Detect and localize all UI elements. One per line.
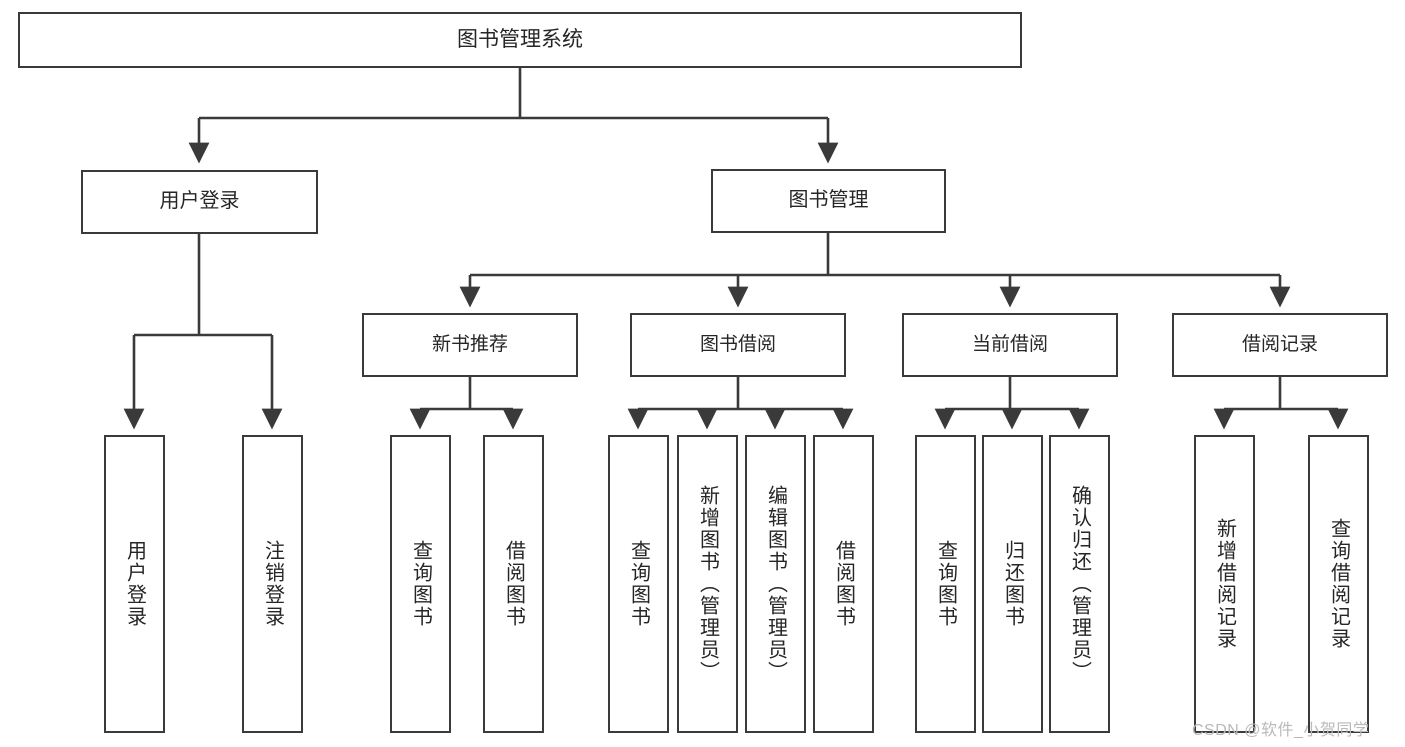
leaf-query-book-1[interactable]: 查询图书: [390, 435, 451, 733]
csdn-watermark: CSDN @软件_小贺同学: [1192, 722, 1370, 739]
leaf-borrow-book-1[interactable]: 借阅图书: [483, 435, 544, 733]
node-label: 图书管理系统: [457, 27, 583, 51]
leaf-edit-book[interactable]: 编辑图书（管理员）: [745, 435, 806, 733]
node-label: 查询图书: [409, 540, 432, 628]
node-label: 借阅图书: [502, 540, 525, 628]
leaf-query-book-2[interactable]: 查询图书: [608, 435, 669, 733]
node-root-system[interactable]: 图书管理系统: [18, 12, 1022, 68]
node-label: 图书管理: [788, 189, 869, 212]
leaf-add-book[interactable]: 新增图书（管理员）: [677, 435, 738, 733]
node-book-manage[interactable]: 图书管理: [711, 169, 946, 233]
node-label: 新增图书（管理员）: [696, 485, 719, 683]
node-label: 新增借阅记录: [1213, 518, 1236, 650]
leaf-add-borrow-record[interactable]: 新增借阅记录: [1194, 435, 1255, 733]
node-label: 注销登录: [261, 540, 284, 628]
leaf-return-book[interactable]: 归还图书: [982, 435, 1043, 733]
node-label: 借阅图书: [832, 540, 855, 628]
node-label: 用户登录: [123, 540, 146, 628]
node-label: 查询图书: [627, 540, 650, 628]
node-current-borrow[interactable]: 当前借阅: [902, 313, 1118, 377]
node-new-book-recommend[interactable]: 新书推荐: [362, 313, 578, 377]
leaf-borrow-book-2[interactable]: 借阅图书: [813, 435, 874, 733]
node-label: 新书推荐: [431, 333, 508, 355]
node-label: 查询借阅记录: [1327, 518, 1350, 650]
node-label: 当前借阅: [971, 333, 1048, 355]
leaf-logout-login[interactable]: 注销登录: [242, 435, 303, 733]
node-user-login[interactable]: 用户登录: [81, 170, 318, 234]
node-label: 确认归还（管理员）: [1068, 485, 1091, 683]
node-label: 借阅记录: [1241, 333, 1318, 355]
node-label: 用户登录: [159, 190, 240, 213]
node-label: 归还图书: [1001, 540, 1024, 628]
node-label: 图书借阅: [699, 333, 776, 355]
leaf-query-book-3[interactable]: 查询图书: [915, 435, 976, 733]
leaf-query-borrow-record[interactable]: 查询借阅记录: [1308, 435, 1369, 733]
node-label: 编辑图书（管理员）: [764, 485, 787, 683]
leaf-confirm-return[interactable]: 确认归还（管理员）: [1049, 435, 1110, 733]
node-borrow-record[interactable]: 借阅记录: [1172, 313, 1388, 377]
leaf-user-login[interactable]: 用户登录: [104, 435, 165, 733]
node-book-borrow[interactable]: 图书借阅: [630, 313, 846, 377]
node-label: 查询图书: [934, 540, 957, 628]
